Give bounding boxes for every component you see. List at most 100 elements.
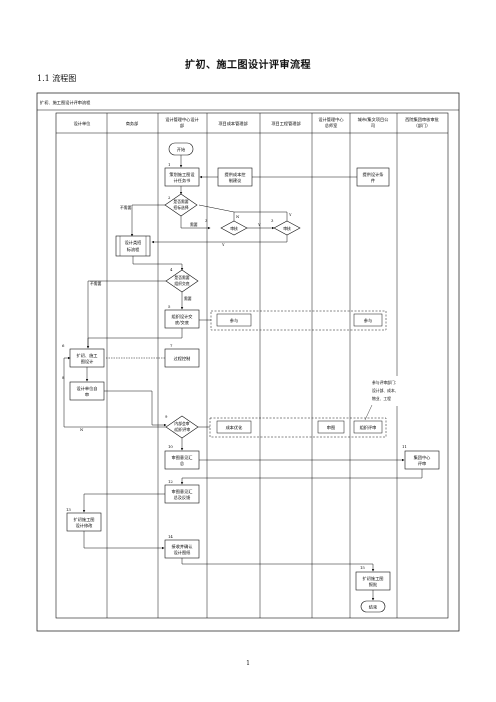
svg-text:设计图纸: 设计图纸 — [174, 549, 192, 556]
svg-text:策划施工图设: 策划施工图设 — [169, 171, 195, 178]
lane-header-commerce: 商务部 — [126, 120, 139, 127]
node-1-plan-task — [164, 167, 200, 187]
node-join-cost — [216, 313, 252, 327]
svg-text:设计部、成本、: 设计部、成本、 — [372, 388, 399, 393]
svg-text:设计类招: 设计类招 — [125, 239, 142, 246]
svg-text:组织评审: 组织评审 — [360, 424, 377, 431]
svg-text:不需要: 不需要 — [120, 205, 132, 210]
node-12-feedback — [164, 484, 200, 504]
node-13-modify — [66, 512, 102, 532]
svg-text:集团中心: 集团中心 — [414, 454, 432, 461]
svg-text:需要: 需要 — [190, 222, 198, 227]
svg-text:3: 3 — [205, 218, 208, 223]
svg-text:审图意见汇: 审图意见汇 — [172, 488, 193, 495]
svg-text:过程控制: 过程控制 — [174, 355, 191, 362]
node-15-submit — [355, 571, 391, 591]
lane-header-cost: 项目成本管理部 — [218, 120, 247, 127]
node-10-summary — [164, 450, 200, 470]
svg-text:15: 15 — [360, 565, 365, 570]
svg-text:审: 审 — [85, 391, 89, 398]
svg-text:1: 1 — [168, 162, 170, 167]
outer-frame — [36, 92, 460, 632]
node-8-self-review — [69, 381, 105, 401]
svg-text:Y: Y — [288, 212, 292, 217]
svg-text:图设计: 图设计 — [81, 358, 94, 365]
node-cost-optimize — [216, 420, 252, 434]
svg-text:Y: Y — [257, 222, 261, 227]
node-6-design — [69, 348, 105, 368]
svg-text:9: 9 — [165, 414, 168, 419]
page-title: 扩初、施工图设计评审流程 — [185, 60, 311, 71]
svg-text:14: 14 — [168, 534, 173, 539]
svg-text:8: 8 — [62, 375, 65, 380]
svg-text:审核: 审核 — [283, 226, 291, 231]
svg-text:开始: 开始 — [177, 146, 186, 153]
svg-text:总: 总 — [180, 460, 184, 466]
lane-header-group: 西院集团审核审批 — [405, 116, 439, 123]
svg-text:N: N — [236, 214, 240, 219]
node-14-confirm — [164, 539, 200, 559]
svg-text:4: 4 — [170, 267, 173, 272]
node-design-condition — [356, 167, 390, 187]
svg-text:件: 件 — [371, 177, 375, 184]
svg-text:是否需要: 是否需要 — [174, 275, 189, 280]
node-11-group-review — [404, 450, 440, 470]
svg-text:2: 2 — [168, 195, 171, 200]
svg-text:扩初施工图: 扩初施工图 — [74, 516, 95, 523]
svg-text:是否需要: 是否需要 — [173, 199, 188, 204]
svg-text:不需要: 不需要 — [90, 281, 102, 286]
svg-text:11: 11 — [402, 444, 407, 449]
svg-text:提供成本控: 提供成本控 — [225, 171, 247, 178]
lane-header-design-center: 设计管理中心设计 — [165, 116, 199, 123]
svg-text:（部门）: （部门） — [414, 122, 431, 129]
review-group — [209, 417, 387, 438]
svg-text:/组织评审: /组织评审 — [174, 427, 191, 432]
svg-text:计任务书: 计任务书 — [174, 177, 191, 184]
svg-text:扩初施工图: 扩初施工图 — [363, 575, 384, 582]
svg-text:3: 3 — [271, 218, 274, 223]
node-drawing-review — [317, 420, 345, 434]
svg-text:6: 6 — [62, 343, 65, 348]
lane-header-engineering: 项目工程管理部 — [271, 120, 300, 127]
participation-group — [210, 310, 387, 331]
node-bid-process — [115, 235, 151, 257]
svg-text:内部会审: 内部会审 — [174, 421, 189, 426]
note-review-depts — [369, 376, 431, 406]
svg-text:结束: 结束 — [369, 604, 378, 611]
svg-text:N: N — [80, 427, 84, 432]
svg-text:设计修改: 设计修改 — [76, 522, 94, 529]
lane-header-city: 城市/集文项目公 — [358, 116, 390, 123]
svg-text:总及反馈: 总及反馈 — [174, 494, 192, 501]
svg-text:Y: Y — [221, 242, 225, 247]
svg-text:接收并确认: 接收并确认 — [172, 543, 194, 550]
section-heading: 1.1 流程图 — [37, 74, 77, 83]
svg-text:7: 7 — [170, 343, 173, 348]
node-5-briefing — [164, 309, 200, 329]
svg-text:标流程: 标流程 — [127, 246, 140, 253]
end-node — [360, 600, 386, 613]
svg-text:报批: 报批 — [369, 581, 378, 588]
svg-text:参与: 参与 — [230, 317, 238, 324]
svg-text:参与评审部门：: 参与评审部门： — [372, 380, 399, 385]
svg-text:设计单位自: 设计单位自 — [77, 385, 98, 392]
svg-text:参与: 参与 — [364, 317, 372, 324]
node-organize-review — [353, 420, 383, 434]
svg-text:司: 司 — [371, 123, 375, 128]
svg-text:审核: 审核 — [230, 226, 238, 231]
svg-text:审图: 审图 — [327, 424, 335, 431]
svg-text:成本优化: 成本优化 — [226, 424, 244, 431]
swimlane-block — [55, 112, 449, 619]
svg-text:组织设计交: 组织设计交 — [172, 313, 193, 320]
svg-text:招标选择: 招标选择 — [173, 205, 188, 210]
svg-text:总师室: 总师室 — [325, 122, 338, 129]
node-cost-suggest — [217, 167, 253, 187]
svg-text:13: 13 — [66, 507, 71, 512]
svg-text:底/交底: 底/交底 — [175, 319, 189, 326]
lane-header-chief: 设计管理中心 — [318, 116, 344, 123]
svg-text:物业、工程: 物业、工程 — [372, 396, 391, 401]
svg-text:10: 10 — [168, 444, 173, 449]
svg-text:提供设计条: 提供设计条 — [363, 171, 385, 178]
svg-text:部: 部 — [180, 122, 184, 129]
lane-header-design-unit: 设计单位 — [74, 120, 91, 127]
svg-text:评审: 评审 — [418, 460, 426, 467]
